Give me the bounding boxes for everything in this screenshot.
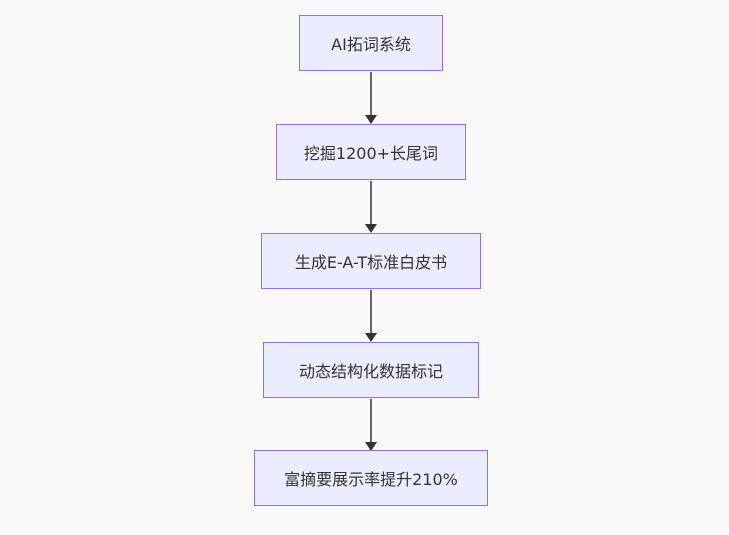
flowchart-node-ai-system: AI拓词系统: [299, 15, 443, 71]
connector-d-e: [365, 399, 377, 451]
node-label: 富摘要展示率提升210%: [284, 470, 458, 489]
flowchart-node-structured-data: 动态结构化数据标记: [263, 342, 479, 398]
arrowhead-down-icon: [365, 442, 377, 451]
flowchart-node-eat-whitepaper: 生成E-A-T标准白皮书: [261, 233, 481, 289]
node-label: AI拓词系统: [331, 35, 411, 54]
node-label: 动态结构化数据标记: [298, 362, 443, 381]
connector-c-d: [365, 290, 377, 342]
connector-line: [370, 399, 372, 443]
connector-line: [370, 181, 372, 225]
node-label: 生成E-A-T标准白皮书: [294, 253, 448, 272]
arrowhead-down-icon: [365, 224, 377, 233]
connector-a-b: [365, 72, 377, 124]
arrowhead-down-icon: [365, 333, 377, 342]
arrowhead-down-icon: [365, 115, 377, 124]
connector-line: [370, 72, 372, 116]
connector-b-c: [365, 181, 377, 233]
node-label: 挖掘1200+长尾词: [303, 144, 439, 163]
connector-line: [370, 290, 372, 334]
flowchart-node-longtail-keywords: 挖掘1200+长尾词: [276, 124, 466, 180]
flowchart-node-rich-snippet-result: 富摘要展示率提升210%: [254, 450, 488, 506]
